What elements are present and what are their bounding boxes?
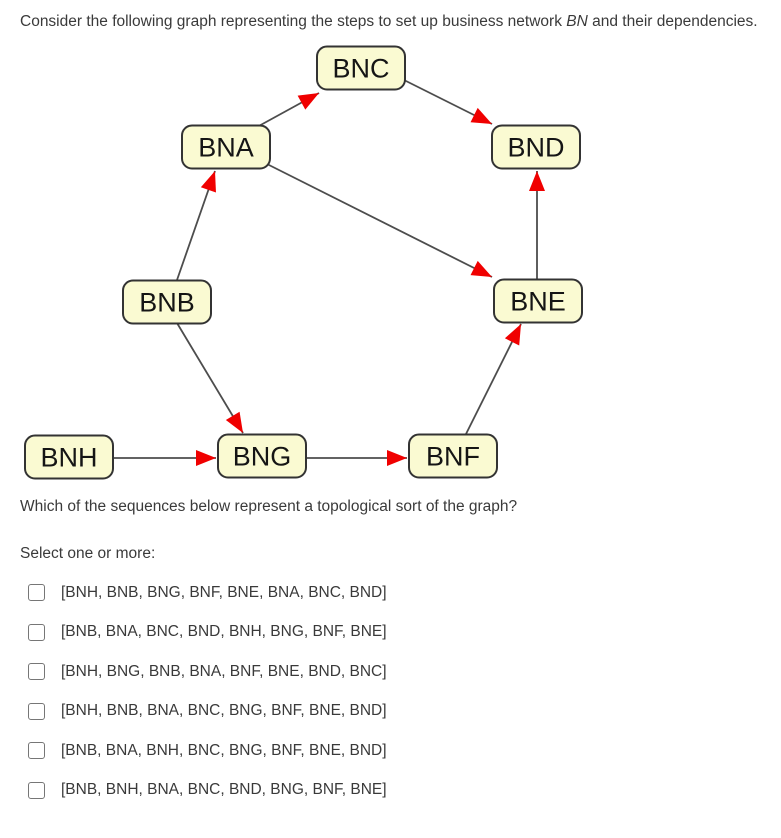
graph-node-box bbox=[24, 434, 114, 480]
intro-text-after: and their dependencies. bbox=[587, 13, 758, 30]
option-5-label[interactable]: [BNB, BNA, BNH, BNC, BNG, BNF, BNE, BND] bbox=[61, 741, 387, 759]
graph-node-box bbox=[181, 124, 271, 170]
answer-option-row: [BNH, BNG, BNB, BNA, BNF, BNE, BND, BNC] bbox=[28, 652, 781, 692]
node-layer: BNC BNA BND BNB BNE BNH BNG BNF bbox=[24, 45, 583, 480]
option-1-label[interactable]: [BNH, BNB, BNG, BNF, BNE, BNA, BNC, BND] bbox=[61, 583, 387, 601]
graph-node-box bbox=[316, 45, 406, 91]
option-6-checkbox[interactable] bbox=[28, 781, 45, 799]
graph-node-BNE: BNE bbox=[493, 278, 583, 324]
option-3-checkbox[interactable] bbox=[28, 663, 45, 681]
graph-node-BNF: BNF bbox=[408, 433, 498, 479]
intro-text-italic: BN bbox=[566, 13, 588, 30]
graph-node-label: BNH bbox=[40, 443, 97, 473]
graph-node-BNG: BNG bbox=[217, 433, 307, 479]
graph-node-label: BNB bbox=[139, 288, 195, 318]
answer-option-row: [BNB, BNH, BNA, BNC, BND, BNG, BNF, BNE] bbox=[28, 771, 781, 811]
edge-BNF-to-BNE bbox=[465, 323, 522, 435]
dependency-graph: BNC BNA BND BNB BNE BNH BNG BNF bbox=[24, 45, 583, 480]
edge-BNA-to-BNC bbox=[256, 92, 320, 128]
question-text: Which of the sequences below represent a… bbox=[20, 498, 518, 515]
graph-node-BNH: BNH bbox=[24, 434, 114, 480]
option-4-checkbox[interactable] bbox=[28, 702, 45, 720]
graph-node-box bbox=[491, 124, 581, 170]
edge-BNA-to-BNE bbox=[266, 163, 493, 278]
graph-node-label: BNA bbox=[198, 133, 254, 163]
answer-option-row: [BNH, BNB, BNA, BNC, BNG, BNF, BNE, BND] bbox=[28, 692, 781, 732]
graph-node-label: BNC bbox=[332, 54, 389, 84]
answer-option-row: [BNB, BNA, BNH, BNC, BNG, BNF, BNE, BND] bbox=[28, 731, 781, 771]
edge-BNB-to-BNA bbox=[176, 170, 216, 281]
option-2-label[interactable]: [BNB, BNA, BNC, BND, BNH, BNG, BNF, BNE] bbox=[61, 623, 387, 641]
option-4-label[interactable]: [BNH, BNB, BNA, BNC, BNG, BNF, BNE, BND] bbox=[61, 702, 387, 720]
graph-node-box bbox=[217, 433, 307, 479]
graph-node-BNB: BNB bbox=[122, 279, 212, 325]
option-6-label[interactable]: [BNB, BNH, BNA, BNC, BND, BNG, BNF, BNE] bbox=[61, 781, 387, 799]
graph-node-BND: BND bbox=[491, 124, 581, 170]
edge-BNC-to-BND bbox=[403, 79, 493, 125]
option-3-label[interactable]: [BNH, BNG, BNB, BNA, BNF, BNE, BND, BNC] bbox=[61, 662, 387, 680]
intro-text-before: Consider the following graph representin… bbox=[20, 13, 567, 30]
graph-node-box bbox=[408, 433, 498, 479]
option-2-checkbox[interactable] bbox=[28, 623, 45, 641]
graph-node-box bbox=[122, 279, 212, 325]
option-5-checkbox[interactable] bbox=[28, 742, 45, 760]
select-one-or-more-label: Select one or more: bbox=[20, 545, 156, 562]
graph-node-label: BNF bbox=[426, 442, 480, 472]
answer-option-row: [BNH, BNB, BNG, BNF, BNE, BNA, BNC, BND] bbox=[28, 573, 781, 613]
graph-node-label: BNE bbox=[510, 287, 566, 317]
answer-options: [BNH, BNB, BNG, BNF, BNE, BNA, BNC, BND]… bbox=[28, 573, 781, 810]
edge-BNB-to-BNG bbox=[176, 322, 244, 434]
edge-layer bbox=[113, 79, 545, 466]
graph-node-box bbox=[493, 278, 583, 324]
graph-node-BNA: BNA bbox=[181, 124, 271, 170]
answer-option-row: [BNB, BNA, BNC, BND, BNH, BNG, BNF, BNE] bbox=[28, 613, 781, 653]
question-intro-text: Consider the following graph representin… bbox=[0, 0, 781, 34]
graph-node-BNC: BNC bbox=[316, 45, 406, 91]
option-1-checkbox[interactable] bbox=[28, 584, 45, 602]
graph-node-label: BNG bbox=[233, 442, 292, 472]
graph-node-label: BND bbox=[507, 133, 564, 163]
